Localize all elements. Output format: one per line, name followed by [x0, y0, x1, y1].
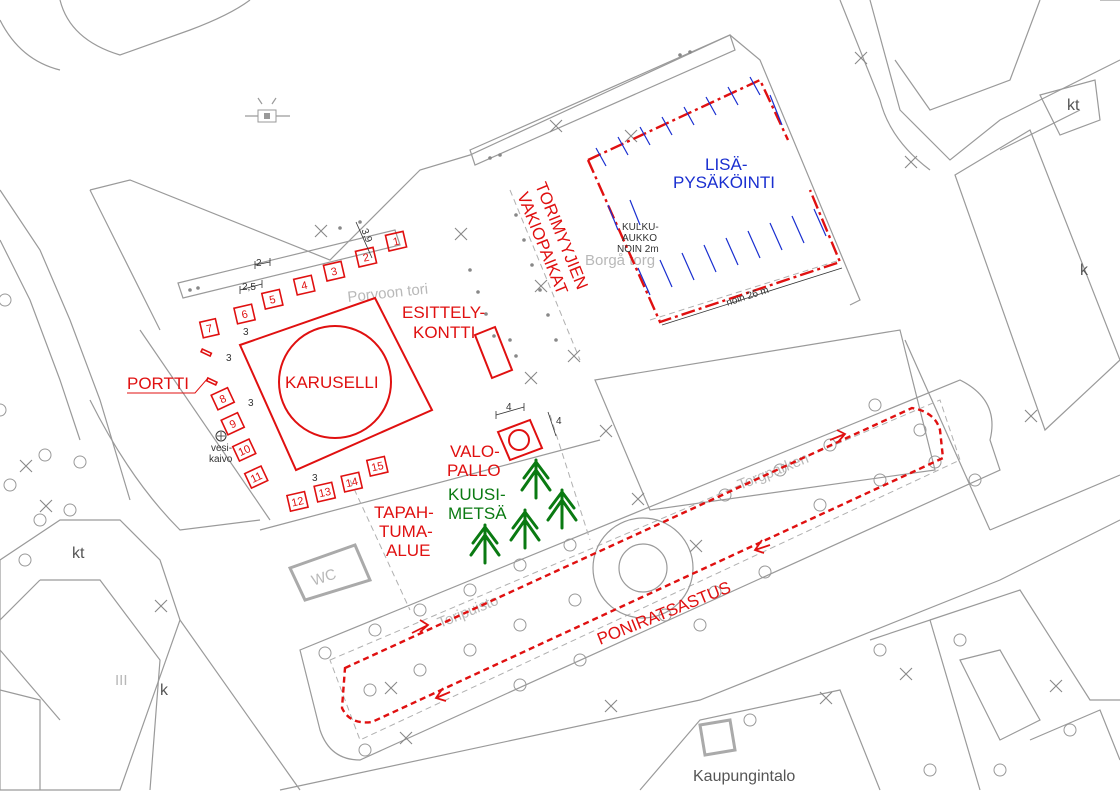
dim-2: 2: [256, 258, 262, 269]
wc-label: WC: [309, 566, 338, 590]
esittely-label-1: ESITTELY-: [402, 303, 485, 322]
esittelykontti: ESITTELY- KONTTI: [402, 303, 514, 380]
valopallo-label-1: VALO-: [450, 442, 500, 461]
kaupungintalo-label: Kaupungintalo: [693, 768, 795, 785]
wc-building: WC: [287, 543, 373, 602]
torimyyjien-vakiopaikat: TORIMYYJIEN VAKIOPAIKAT: [513, 179, 591, 297]
valopallo: VALO- PALLO: [447, 418, 544, 480]
karuselli-area: KARUSELLI: [238, 296, 434, 472]
kulkuaukko-label-3: NOIN 2m: [617, 244, 659, 255]
street-borga-torg: Borgå torg: [585, 252, 655, 269]
kuusimetsa-label-2: METSÄ: [448, 504, 507, 523]
valopallo-label-2: PALLO: [447, 461, 501, 480]
kuusimetsa-label-1: KUUSI-: [448, 485, 506, 504]
tapahtuma-label-3: ALUE: [386, 541, 430, 560]
spruce-tree-icon: [469, 523, 501, 565]
dim-3-9: 3,9: [359, 227, 375, 244]
portti-label: PORTTI: [127, 374, 189, 393]
karuselli-label: KARUSELLI: [285, 373, 379, 392]
poniratsastus-route: PONIRATSASTUS: [340, 406, 945, 724]
spruce-tree-icon: [520, 458, 552, 500]
kuusimetsa-group: KUUSI- METSÄ: [448, 458, 578, 565]
dim-2-5: 2,5: [242, 282, 256, 293]
stall-3: 3: [330, 266, 339, 279]
kulkuaukko-label-1: KULKU-: [622, 222, 659, 233]
dimension-marks: 2,5 2 3,9 3 3 3 3 4 4: [226, 221, 562, 484]
parking-stripes: [595, 76, 827, 296]
stall-4: 4: [300, 280, 309, 293]
vesikaivo: vesi- kaivo: [209, 430, 233, 465]
tapahtuma-label-2: TUMA-: [379, 522, 433, 541]
stall-8: 8: [218, 393, 229, 406]
dim-4-side: 4: [556, 416, 562, 427]
stall-6: 6: [240, 308, 249, 321]
tapahtuma-label-1: TAPAH-: [374, 503, 434, 522]
stall-15: 15: [370, 460, 385, 474]
stall-1: 1: [392, 236, 401, 249]
dim-3-portti: 3: [226, 353, 232, 364]
stall-7: 7: [205, 323, 214, 336]
noin-26m-label: noin 26 m: [725, 285, 770, 309]
vesikaivo-label-2: kaivo: [209, 454, 233, 465]
dim-3-left: 3: [248, 398, 254, 409]
vesikaivo-label-1: vesi-: [211, 443, 232, 454]
stall-11: 11: [249, 470, 264, 486]
esittely-label-2: KONTTI: [413, 323, 475, 342]
bollard-dots: [188, 50, 692, 358]
dim-4-top: 4: [506, 402, 512, 413]
stall-12: 12: [290, 495, 305, 509]
lisapysakointi: LISÄ- PYSÄKÖINTI KULKU- AUKKO NOIN 2m no…: [586, 76, 843, 326]
portti-label-group: PORTTI: [127, 374, 209, 394]
stall-9: 9: [228, 418, 239, 431]
stall-13: 13: [318, 486, 333, 500]
building-k-left: k: [160, 682, 169, 699]
building-kt-left: kt: [72, 545, 85, 562]
spruce-tree-icon: [546, 488, 578, 530]
tapahtuma-alue: TAPAH- TUMA- ALUE: [374, 503, 434, 560]
lisa-label-1: LISÄ-: [705, 155, 748, 174]
lisa-label-2: PYSÄKÖINTI: [673, 173, 775, 192]
street-trees: [19, 51, 1063, 745]
stall-10: 10: [237, 443, 253, 459]
dim-3-top: 3: [243, 327, 249, 338]
park-tree-circles: [0, 293, 1077, 777]
stalls-bottom-row: 12 13 14 15: [285, 455, 389, 513]
stalls-top-row: 7 6 5 4 3 2 1: [198, 230, 408, 339]
stalls-left-column: 8 9 10 11: [199, 348, 269, 490]
spruce-tree-icon: [509, 508, 541, 550]
building-kt-right: kt: [1067, 97, 1080, 114]
stall-5: 5: [268, 294, 277, 307]
dim-3-bottom: 3: [312, 473, 318, 484]
building-k-right: k: [1080, 262, 1089, 279]
poniratsastus-label: PONIRATSASTUS: [594, 578, 733, 649]
stall-2: 2: [362, 252, 371, 265]
building-iii-left: III: [115, 672, 128, 689]
stall-14: 14: [345, 476, 360, 490]
event-layer: KARUSELLI 7 6 5 4 3: [127, 76, 945, 724]
lamp-icon: [245, 97, 290, 123]
kulkuaukko-label-2: AUKKO: [622, 233, 657, 244]
